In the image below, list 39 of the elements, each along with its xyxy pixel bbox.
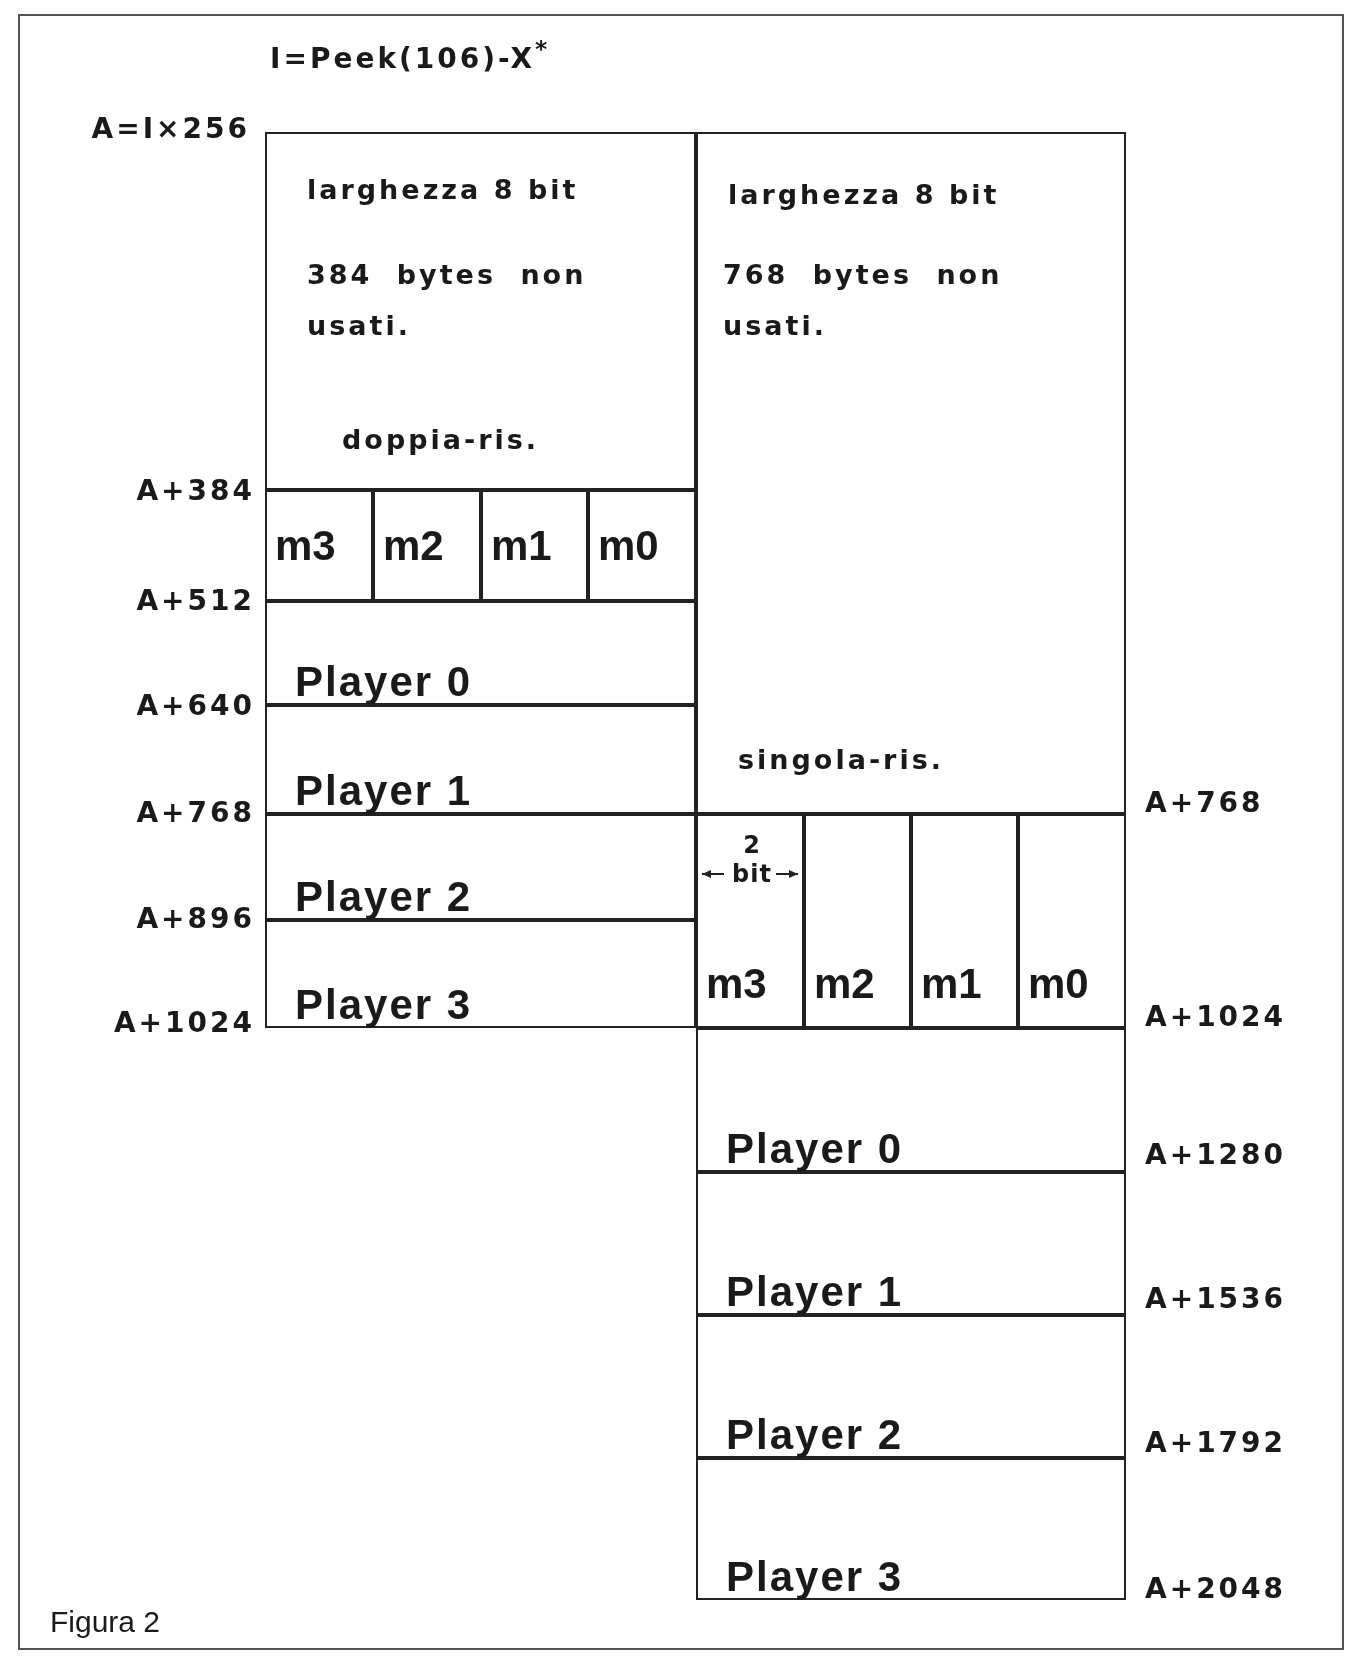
formula: I=Peek(106)-X$^{*}$ [270, 35, 551, 75]
unused-bytes-note: 384 bytes non usati. [307, 258, 588, 344]
resolution-note: singola-ris. [738, 743, 944, 777]
address-label: A+2048 [1145, 1571, 1287, 1605]
address-label: A+1536 [1145, 1281, 1287, 1315]
resolution-note: doppia-ris. [342, 423, 540, 457]
address-label: A+384 [136, 473, 255, 507]
width-note: larghezza 8 bit [728, 178, 1000, 212]
player-row: Player 1 [696, 1172, 1126, 1315]
missile-cell: m0 [1018, 814, 1126, 1028]
address-label: A+1792 [1145, 1425, 1287, 1459]
unused-bytes-note: 768 bytes non usati. [723, 258, 1004, 344]
address-label: A+640 [136, 688, 255, 722]
address-label: A+896 [136, 901, 255, 935]
address-label: A+768 [136, 795, 255, 829]
unused-memory-area [265, 132, 696, 490]
player-row: Player 1 [265, 705, 696, 814]
player-row: Player 3 [265, 920, 696, 1028]
dimension-label: 2 bit [731, 831, 773, 889]
address-label: A=I×256 [91, 111, 250, 145]
missile-cell: m2 [373, 490, 481, 601]
missile-cell: m1 [481, 490, 588, 601]
player-row: Player 0 [265, 601, 696, 705]
missile-cell: m0 [588, 490, 696, 601]
player-row: Player 2 [696, 1315, 1126, 1458]
figure-caption: Figura 2 [50, 1605, 161, 1639]
player-row: Player 0 [696, 1028, 1126, 1172]
player-row: Player 3 [696, 1458, 1126, 1600]
address-label: A+1024 [1145, 999, 1287, 1033]
missile-cell: m2 [804, 814, 911, 1028]
address-label: A+1280 [1145, 1137, 1287, 1171]
address-label: A+512 [136, 583, 255, 617]
player-row: Player 2 [265, 814, 696, 920]
address-label: A+1024 [113, 1005, 255, 1039]
missile-cell: m3 [265, 490, 373, 601]
missile-cell: m1 [911, 814, 1018, 1028]
width-note: larghezza 8 bit [307, 173, 579, 207]
address-label: A+768 [1145, 785, 1264, 819]
unused-memory-area [696, 132, 1126, 814]
